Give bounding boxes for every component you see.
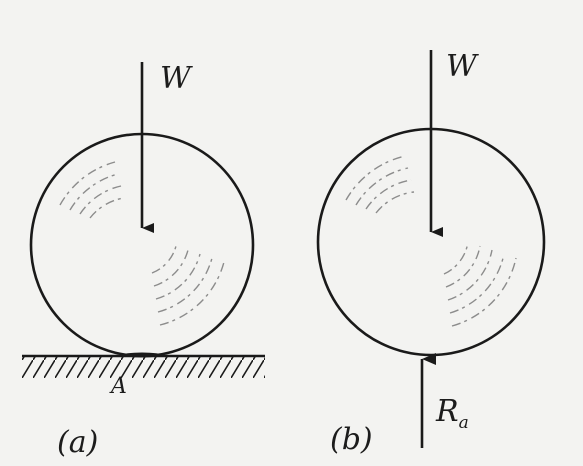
- sphere-b-shading-lower: [443, 241, 517, 327]
- sphere-a-shading-upper: [59, 161, 125, 219]
- weight-label-b: W: [446, 49, 479, 84]
- reaction-label: Ra: [435, 394, 469, 433]
- contact-patch: [122, 352, 162, 358]
- caption-b: (b): [330, 422, 373, 457]
- panel-a: W A (a): [22, 61, 265, 460]
- weight-label-a: W: [160, 61, 193, 96]
- sphere-a-shading-lower: [151, 245, 225, 326]
- reaction-label-main: R: [435, 394, 459, 429]
- reaction-label-subscript: a: [459, 413, 469, 433]
- panel-b: W Ra (b): [316, 49, 546, 457]
- contact-point-label: A: [109, 374, 127, 399]
- caption-a: (a): [57, 425, 98, 460]
- sphere-b-shading-upper: [345, 155, 415, 214]
- ground-hatching: [22, 356, 265, 378]
